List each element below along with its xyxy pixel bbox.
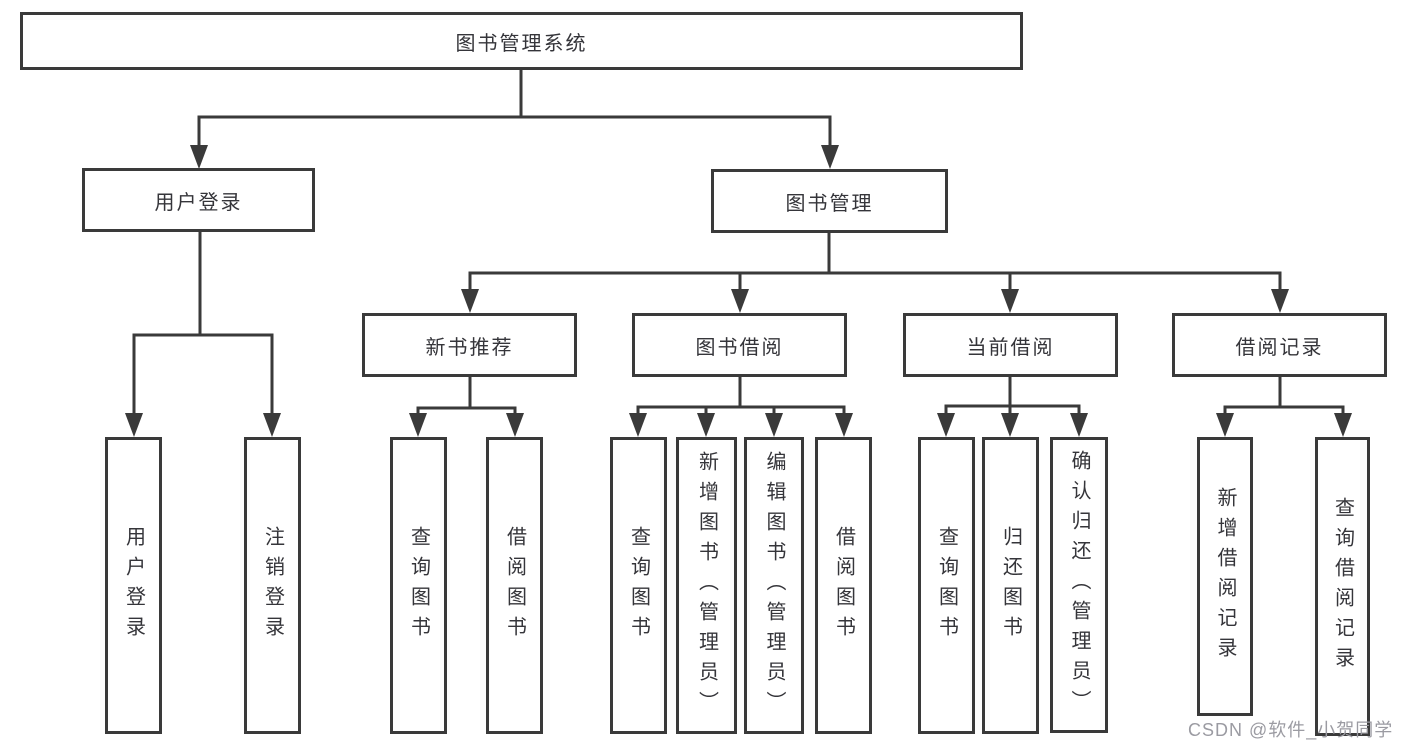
connector-book-mgmt-children bbox=[461, 233, 1289, 313]
node-book-borrow: 图书借阅 bbox=[632, 313, 847, 377]
node-borrow-records: 借阅记录 bbox=[1172, 313, 1387, 377]
arrowhead-icon bbox=[125, 413, 143, 437]
node-label: 归还图书 bbox=[999, 525, 1022, 646]
node-leaf-add-borrow-record: 新增借阅记录 bbox=[1197, 437, 1253, 716]
arrowhead-icon bbox=[697, 413, 715, 437]
node-leaf-logout: 注销登录 bbox=[244, 437, 301, 734]
node-label: 查询图书 bbox=[627, 525, 650, 646]
arrowhead-icon bbox=[461, 289, 479, 313]
node-new-book-recommend: 新书推荐 bbox=[362, 313, 577, 377]
node-leaf-confirm-return-admin: 确认归还（管理员） bbox=[1050, 437, 1108, 733]
node-leaf-add-books-admin: 新增图书（管理员） bbox=[676, 437, 737, 734]
node-label: 新书推荐 bbox=[425, 336, 514, 359]
node-label: 新增图书（管理员） bbox=[695, 450, 718, 721]
node-leaf-query-borrow-record: 查询借阅记录 bbox=[1315, 437, 1370, 736]
node-label: 图书管理系统 bbox=[455, 32, 588, 55]
node-user-login: 用户登录 bbox=[82, 168, 315, 232]
arrowhead-icon bbox=[1334, 413, 1352, 437]
node-leaf-query-books-current: 查询图书 bbox=[918, 437, 975, 734]
arrowhead-icon bbox=[1001, 413, 1019, 437]
node-label: 当前借阅 bbox=[966, 336, 1055, 359]
connector-current-borrow-children bbox=[937, 377, 1088, 437]
arrowhead-icon bbox=[821, 145, 839, 169]
arrowhead-icon bbox=[937, 413, 955, 437]
node-book-management: 图书管理 bbox=[711, 169, 948, 233]
node-label: 查询图书 bbox=[407, 525, 430, 646]
node-label: 新增借阅记录 bbox=[1214, 486, 1236, 667]
csdn-watermark: CSDN @软件_小贺同学 bbox=[1188, 720, 1394, 740]
arrowhead-icon bbox=[629, 413, 647, 437]
arrowhead-icon bbox=[1271, 289, 1289, 313]
arrowhead-icon bbox=[1070, 413, 1088, 437]
node-leaf-return-books: 归还图书 bbox=[982, 437, 1039, 734]
node-leaf-user-login: 用户登录 bbox=[105, 437, 162, 734]
node-label: 借阅记录 bbox=[1235, 336, 1324, 359]
node-label: 借阅图书 bbox=[503, 525, 526, 646]
node-label: 借阅图书 bbox=[832, 525, 855, 646]
arrowhead-icon bbox=[1216, 413, 1234, 437]
node-label: 查询图书 bbox=[935, 525, 958, 646]
node-current-borrow: 当前借阅 bbox=[903, 313, 1118, 377]
arrowhead-icon bbox=[263, 413, 281, 437]
arrowhead-icon bbox=[190, 145, 208, 169]
node-library-system-root: 图书管理系统 bbox=[20, 12, 1023, 70]
node-label: 确认归还（管理员） bbox=[1068, 450, 1090, 720]
arrowhead-icon bbox=[731, 289, 749, 313]
node-leaf-borrow-books-recommend: 借阅图书 bbox=[486, 437, 543, 734]
connector-root-to-level1 bbox=[190, 70, 839, 169]
node-leaf-query-books-borrow: 查询图书 bbox=[610, 437, 667, 734]
node-label: 注销登录 bbox=[261, 525, 284, 646]
node-label: 图书借阅 bbox=[695, 336, 784, 359]
connector-book-borrow-children bbox=[629, 377, 853, 437]
arrowhead-icon bbox=[1001, 289, 1019, 313]
connector-user-login-children bbox=[125, 232, 281, 437]
node-leaf-query-books-recommend: 查询图书 bbox=[390, 437, 447, 734]
node-label: 用户登录 bbox=[122, 525, 145, 646]
node-label: 用户登录 bbox=[154, 191, 243, 214]
node-label: 图书管理 bbox=[785, 192, 874, 215]
connector-borrow-records-children bbox=[1216, 377, 1352, 437]
node-label: 编辑图书（管理员） bbox=[763, 450, 785, 721]
connector-new-books-children bbox=[409, 377, 524, 437]
arrowhead-icon bbox=[765, 413, 783, 437]
node-leaf-edit-books-admin: 编辑图书（管理员） bbox=[744, 437, 804, 734]
arrowhead-icon bbox=[835, 413, 853, 437]
arrowhead-icon bbox=[409, 413, 427, 437]
arrowhead-icon bbox=[506, 413, 524, 437]
node-label: 查询借阅记录 bbox=[1331, 496, 1354, 677]
node-leaf-borrow-books: 借阅图书 bbox=[815, 437, 872, 734]
